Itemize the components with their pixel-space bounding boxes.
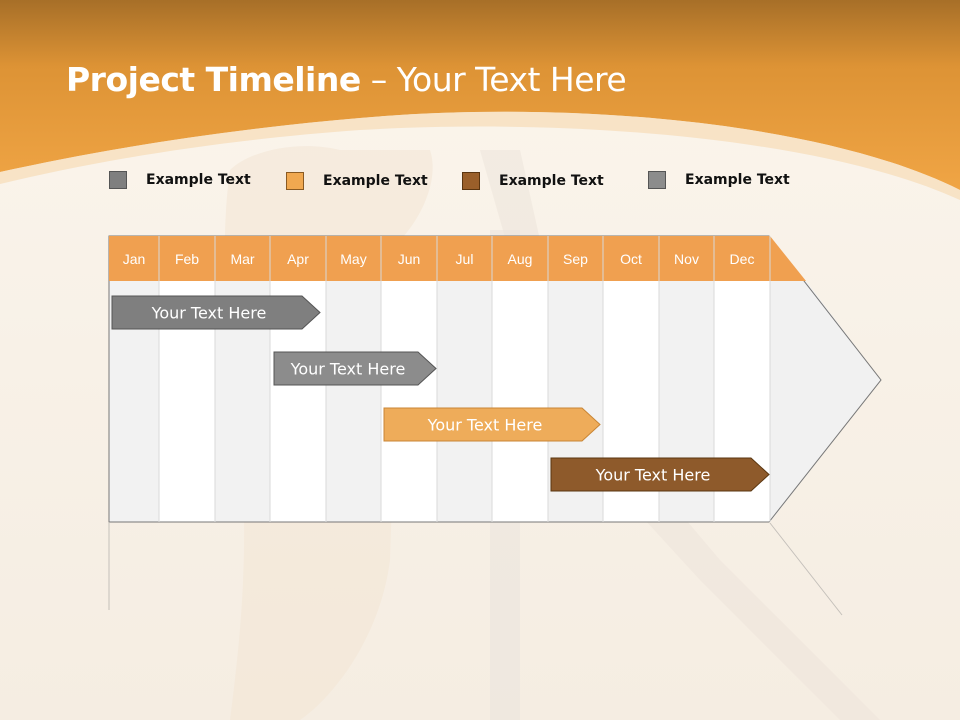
month-header-cell bbox=[437, 236, 492, 281]
legend-swatch bbox=[648, 171, 666, 189]
month-label: Nov bbox=[674, 251, 699, 267]
month-column bbox=[492, 281, 548, 522]
legend-label: Example Text bbox=[499, 173, 604, 189]
arrow-tip-header bbox=[770, 236, 806, 281]
month-label: Apr bbox=[287, 251, 309, 267]
task-bar-label: Your Text Here bbox=[595, 466, 711, 485]
month-label: Jun bbox=[398, 251, 421, 267]
legend-swatch bbox=[286, 172, 304, 190]
task-bar bbox=[273, 351, 437, 386]
month-label: Mar bbox=[230, 251, 254, 267]
month-column bbox=[381, 281, 437, 522]
month-label: May bbox=[340, 251, 366, 267]
month-label: Sep bbox=[563, 251, 588, 267]
month-label: Feb bbox=[175, 251, 199, 267]
legend-label: Example Text bbox=[146, 172, 251, 188]
month-header-cell bbox=[270, 236, 326, 281]
month-label: Oct bbox=[620, 251, 642, 267]
page-title: Project Timeline – Your Text Here bbox=[66, 60, 627, 99]
task-bar bbox=[383, 407, 601, 442]
month-header-cell bbox=[659, 236, 714, 281]
month-label: Dec bbox=[730, 251, 755, 267]
title-regular: – Your Text Here bbox=[360, 60, 627, 99]
month-label: Aug bbox=[508, 251, 533, 267]
month-header-cell bbox=[492, 236, 548, 281]
month-column bbox=[437, 281, 492, 522]
month-header-cell bbox=[215, 236, 270, 281]
task-bar bbox=[550, 457, 770, 492]
month-column bbox=[326, 281, 381, 522]
month-label: Jul bbox=[456, 251, 474, 267]
month-label: Jan bbox=[123, 251, 146, 267]
title-bold: Project Timeline bbox=[66, 60, 361, 99]
month-header-cell bbox=[326, 236, 381, 281]
month-header-cell bbox=[159, 236, 215, 281]
task-bar bbox=[111, 295, 321, 330]
legend-swatch bbox=[462, 172, 480, 190]
legend-swatch bbox=[109, 171, 127, 189]
task-bar-label: Your Text Here bbox=[427, 416, 543, 435]
month-header-cell bbox=[109, 236, 159, 281]
timeline-reflection bbox=[108, 522, 843, 616]
legend-label: Example Text bbox=[685, 172, 790, 188]
task-bar-label: Your Text Here bbox=[151, 304, 267, 323]
arrow-tip bbox=[770, 281, 881, 522]
month-header: Jan Feb Mar Apr May Jun Jul Aug Sep Oct Nov Dec bbox=[109, 236, 806, 522]
task-bar-label: Your Text Here bbox=[290, 360, 406, 379]
month-header-cell bbox=[603, 236, 659, 281]
month-header-cell bbox=[714, 236, 770, 281]
legend-label: Example Text bbox=[323, 173, 428, 189]
month-header-cell bbox=[381, 236, 437, 281]
month-header-cell bbox=[548, 236, 603, 281]
